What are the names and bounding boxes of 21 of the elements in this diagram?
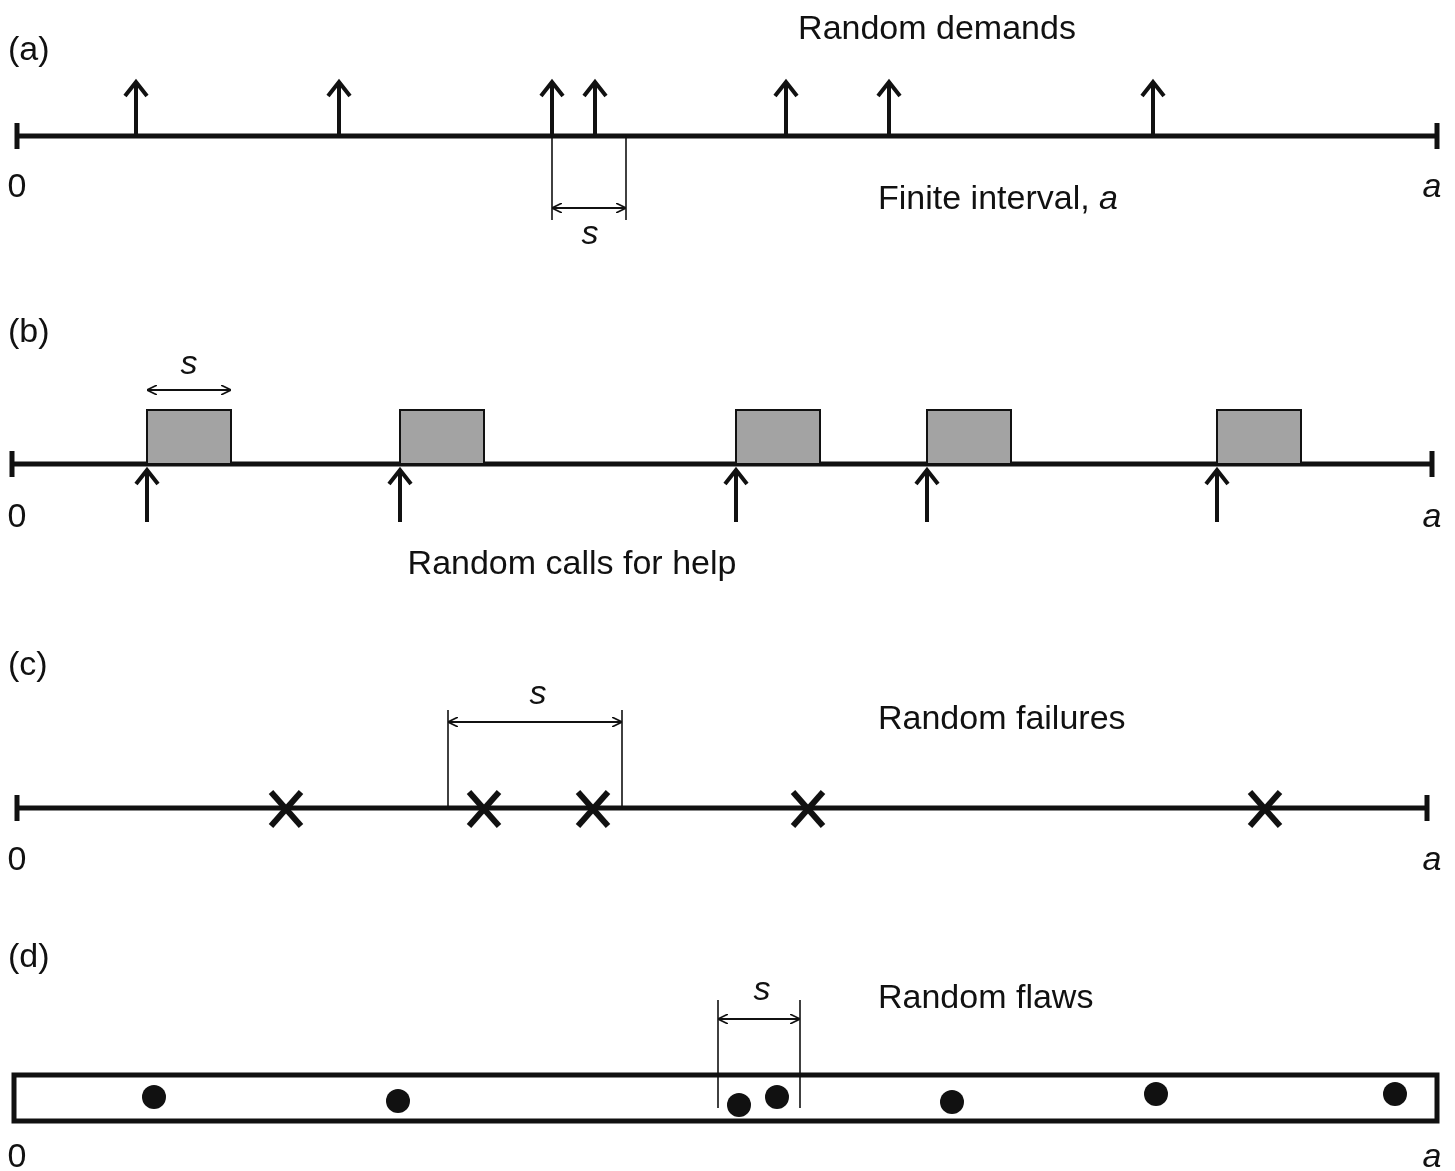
- panel-label: (d): [8, 938, 50, 972]
- axis-start-label: 0: [7, 168, 27, 202]
- panel-label: (c): [8, 646, 48, 680]
- caption-text: Random calls for help: [407, 545, 737, 579]
- dimension-label: s: [753, 971, 771, 1005]
- caption-text: Random failures: [878, 700, 1126, 734]
- caption-text: Random flaws: [878, 979, 1094, 1013]
- axis-end-label: a: [1422, 1138, 1442, 1171]
- axis-end-label: a: [1422, 168, 1442, 202]
- axis-start-label: 0: [7, 1138, 27, 1171]
- panel-label: (a): [8, 31, 50, 65]
- axis-start-label: 0: [7, 841, 27, 875]
- dimension-label: s: [581, 215, 599, 249]
- dimension-label: s: [180, 345, 198, 379]
- caption-text: Finite interval, a: [878, 180, 1118, 214]
- axis-start-label: 0: [7, 498, 27, 532]
- dimension-label: s: [529, 675, 547, 709]
- axis-end-label: a: [1422, 841, 1442, 875]
- panel-label: (b): [8, 313, 50, 347]
- caption-text: Random demands: [798, 10, 1076, 44]
- axis-end-label: a: [1422, 498, 1442, 532]
